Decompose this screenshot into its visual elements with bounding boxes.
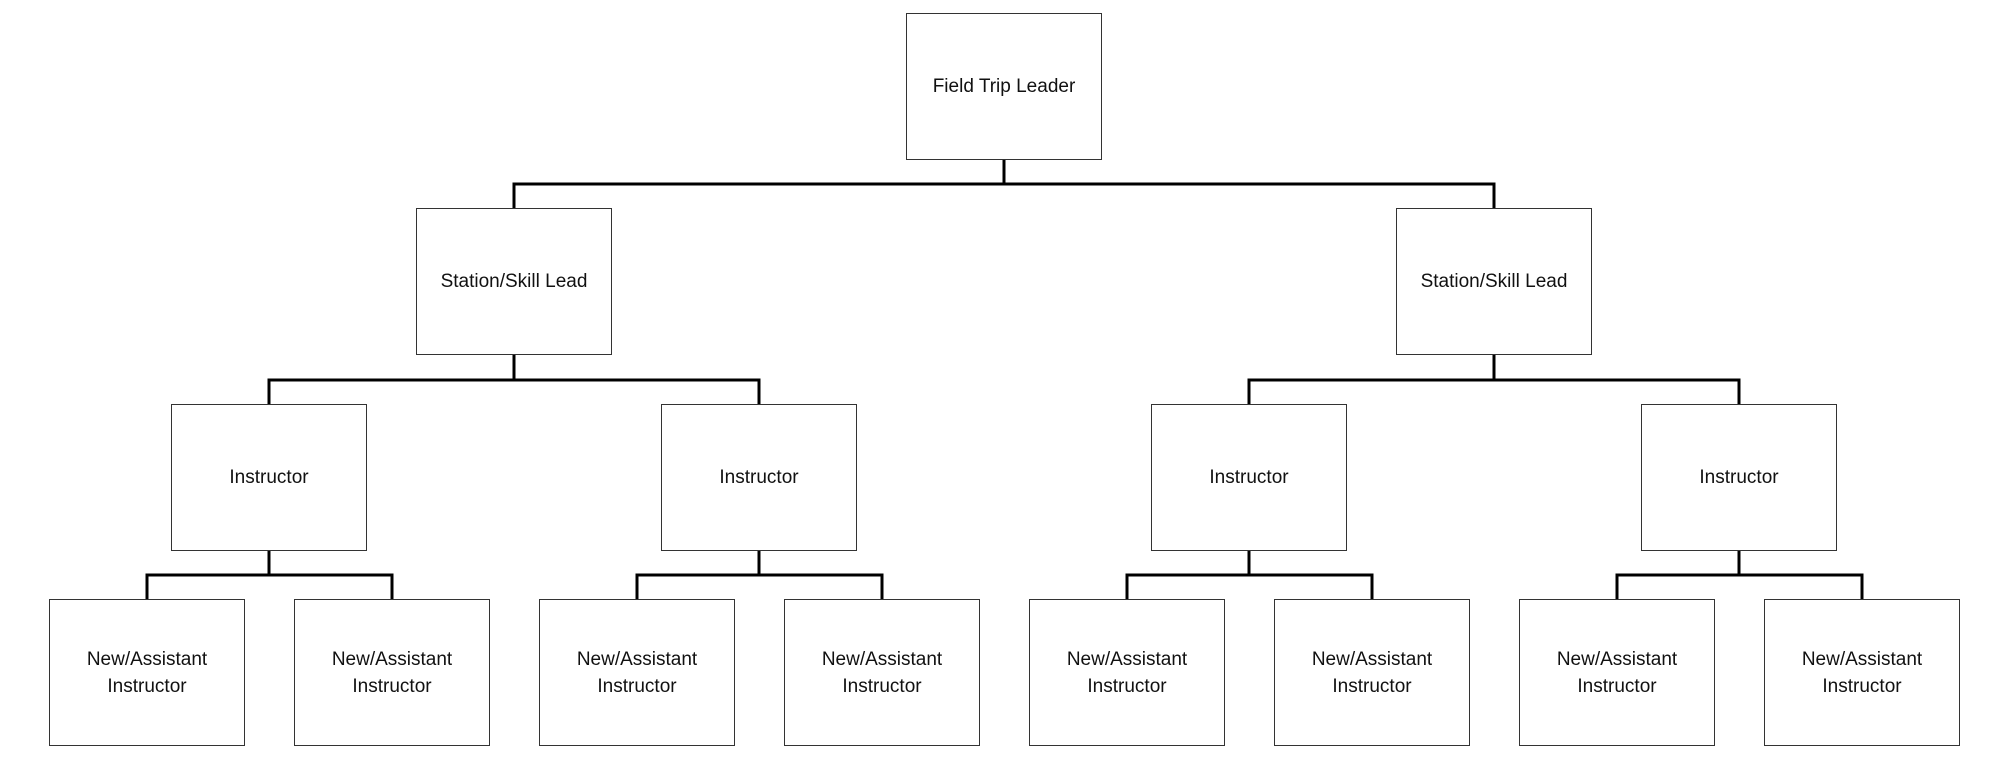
node-label: Field Trip Leader [932,76,1076,97]
node-field-trip-leader: Field Trip Leader [906,13,1102,160]
node-new-assistant-instructor: New/Assistant Instructor [49,599,245,746]
node-new-assistant-instructor: New/Assistant Instructor [1519,599,1715,746]
node-new-assistant-instructor: New/Assistant Instructor [1274,599,1470,746]
node-new-assistant-instructor: New/Assistant Instructor [1029,599,1225,746]
node-label: Station/Skill Lead [1420,271,1568,292]
node-label: New/Assistant Instructor [576,648,698,697]
node-instructor: Instructor [1151,404,1347,551]
node-instructor: Instructor [171,404,367,551]
node-label: Instructor [1209,467,1289,488]
node-label: New/Assistant Instructor [86,648,208,697]
node-instructor: Instructor [661,404,857,551]
node-new-assistant-instructor: New/Assistant Instructor [784,599,980,746]
node-label: Station/Skill Lead [440,271,588,292]
node-label: New/Assistant Instructor [1311,648,1433,697]
node-new-assistant-instructor: New/Assistant Instructor [294,599,490,746]
node-new-assistant-instructor: New/Assistant Instructor [539,599,735,746]
node-label: New/Assistant Instructor [1556,648,1678,697]
node-label: New/Assistant Instructor [331,648,453,697]
node-label: New/Assistant Instructor [1066,648,1188,697]
node-station-skill-lead: Station/Skill Lead [416,208,612,355]
node-new-assistant-instructor: New/Assistant Instructor [1764,599,1960,746]
node-label: Instructor [719,467,799,488]
node-station-skill-lead: Station/Skill Lead [1396,208,1592,355]
node-label: Instructor [1699,467,1779,488]
node-label: New/Assistant Instructor [1801,648,1923,697]
node-label: New/Assistant Instructor [821,648,943,697]
node-instructor: Instructor [1641,404,1837,551]
node-label: Instructor [229,467,309,488]
